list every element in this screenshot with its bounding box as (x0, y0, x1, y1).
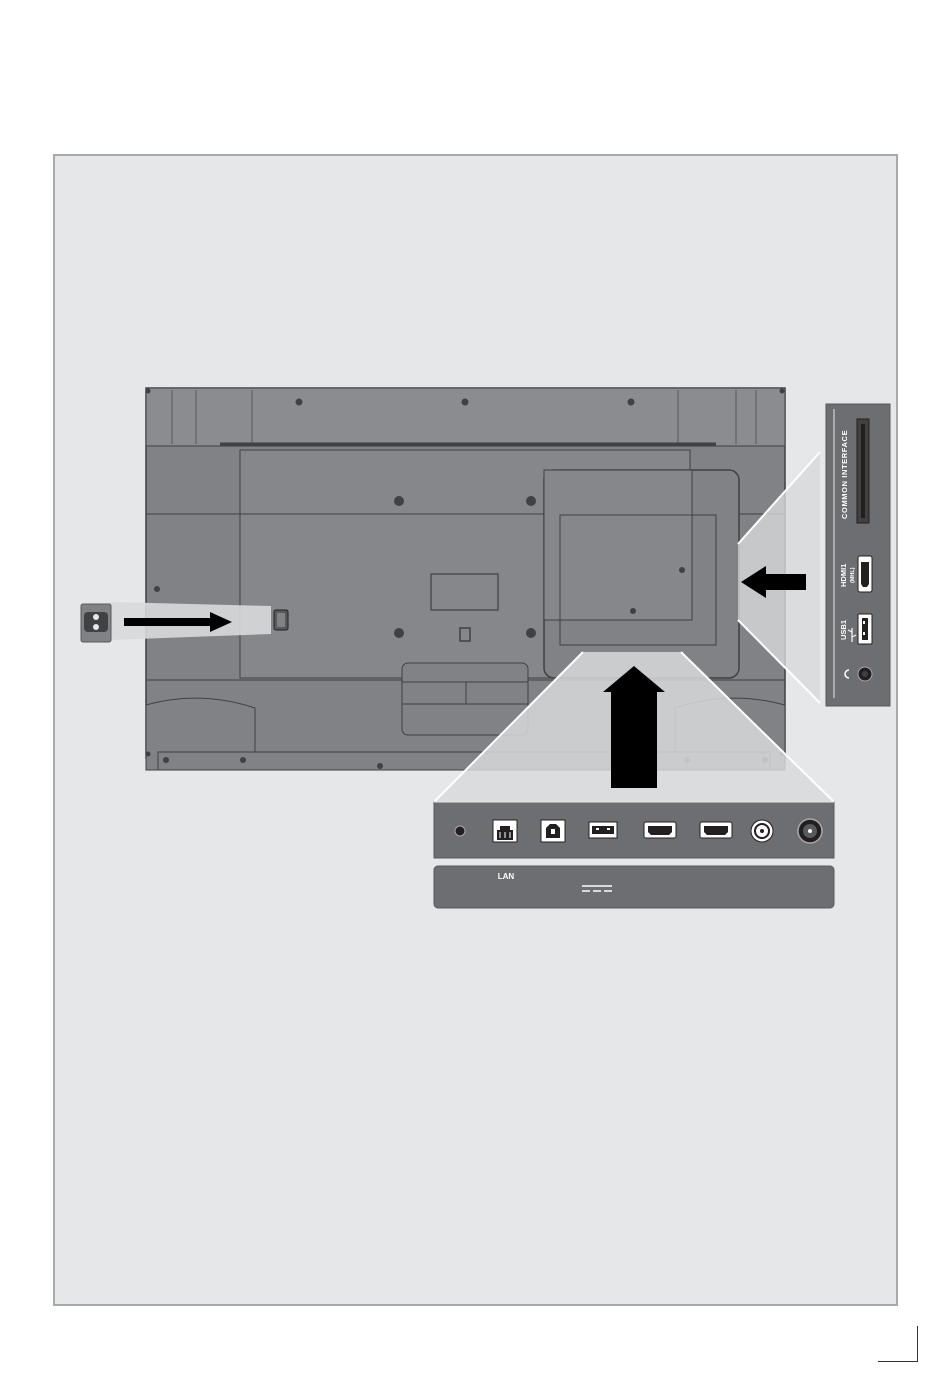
bottom-arrow (603, 666, 665, 788)
usb-port-icon (589, 822, 617, 838)
rj45-icon (493, 820, 517, 842)
usb1-port-icon (858, 614, 872, 644)
bottom-connection-panel (434, 802, 834, 858)
hdmi1-sub-label: (MHL) (850, 567, 856, 583)
optical-icon (541, 820, 565, 842)
hdmi1-label: HDMI1 (839, 564, 848, 587)
hdmi-icon (700, 822, 732, 838)
power-inlet-icon (84, 612, 108, 632)
common-interface-label: COMMON INTERFACE (840, 430, 849, 519)
side-connection-panel: COMMON INTERFACE HDMI1 (MHL) USB1 (826, 404, 890, 706)
bottom-label-strip: LAN (434, 866, 834, 908)
lan-label: LAN (498, 872, 515, 881)
hdmi1-port-icon (858, 556, 872, 592)
ci-slot-icon (857, 419, 869, 523)
page-corner-mark (878, 1326, 918, 1362)
small-jack-icon (455, 826, 465, 836)
usb1-label: USB1 (839, 620, 848, 640)
coax-icon (751, 820, 773, 842)
headphone-jack (858, 667, 872, 681)
hdmi-icon (644, 822, 676, 838)
satellite-icon (798, 819, 822, 843)
tv-power-socket (274, 610, 288, 630)
